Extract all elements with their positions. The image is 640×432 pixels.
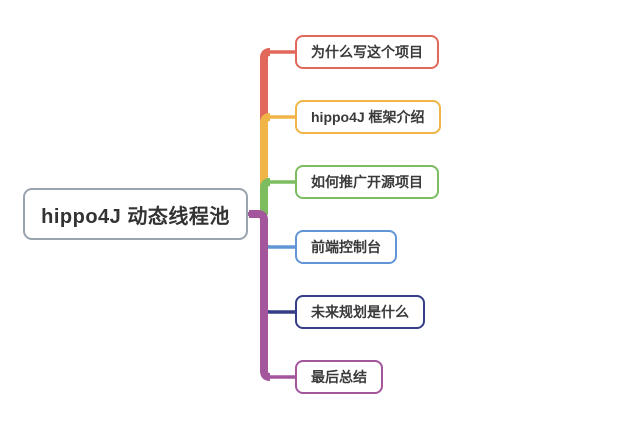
connector-line-future bbox=[246, 212, 298, 314]
connector-line-promote bbox=[246, 180, 298, 216]
branch-node-intro[interactable]: hippo4J 框架介绍 bbox=[295, 100, 441, 134]
branch-node-summary[interactable]: 最后总结 bbox=[295, 360, 383, 394]
trunk-segment-purple bbox=[249, 210, 271, 381]
connector-line-summary bbox=[246, 212, 298, 379]
branch-node-label: hippo4J 框架介绍 bbox=[311, 109, 425, 125]
branch-node-future[interactable]: 未来规划是什么 bbox=[295, 295, 425, 329]
trunk-segment-red bbox=[260, 48, 271, 126]
trunk-segment-yellow bbox=[260, 113, 271, 190]
branch-node-promote[interactable]: 如何推广开源项目 bbox=[295, 165, 439, 199]
branch-node-label: 前端控制台 bbox=[311, 239, 381, 255]
trunk-segment-green bbox=[260, 178, 271, 215]
connector-line-intro bbox=[246, 115, 298, 216]
connector-line-console bbox=[246, 212, 298, 249]
branch-node-label: 为什么写这个项目 bbox=[311, 44, 423, 60]
root-node[interactable]: hippo4J 动态线程池 bbox=[23, 188, 248, 240]
connector-line-why bbox=[246, 50, 298, 216]
branch-node-label: 最后总结 bbox=[311, 369, 367, 385]
root-node-label: hippo4J 动态线程池 bbox=[41, 205, 230, 228]
branch-node-label: 未来规划是什么 bbox=[311, 304, 409, 320]
branch-node-label: 如何推广开源项目 bbox=[311, 174, 423, 190]
branch-node-why[interactable]: 为什么写这个项目 bbox=[295, 35, 439, 69]
branch-node-console[interactable]: 前端控制台 bbox=[295, 230, 397, 264]
